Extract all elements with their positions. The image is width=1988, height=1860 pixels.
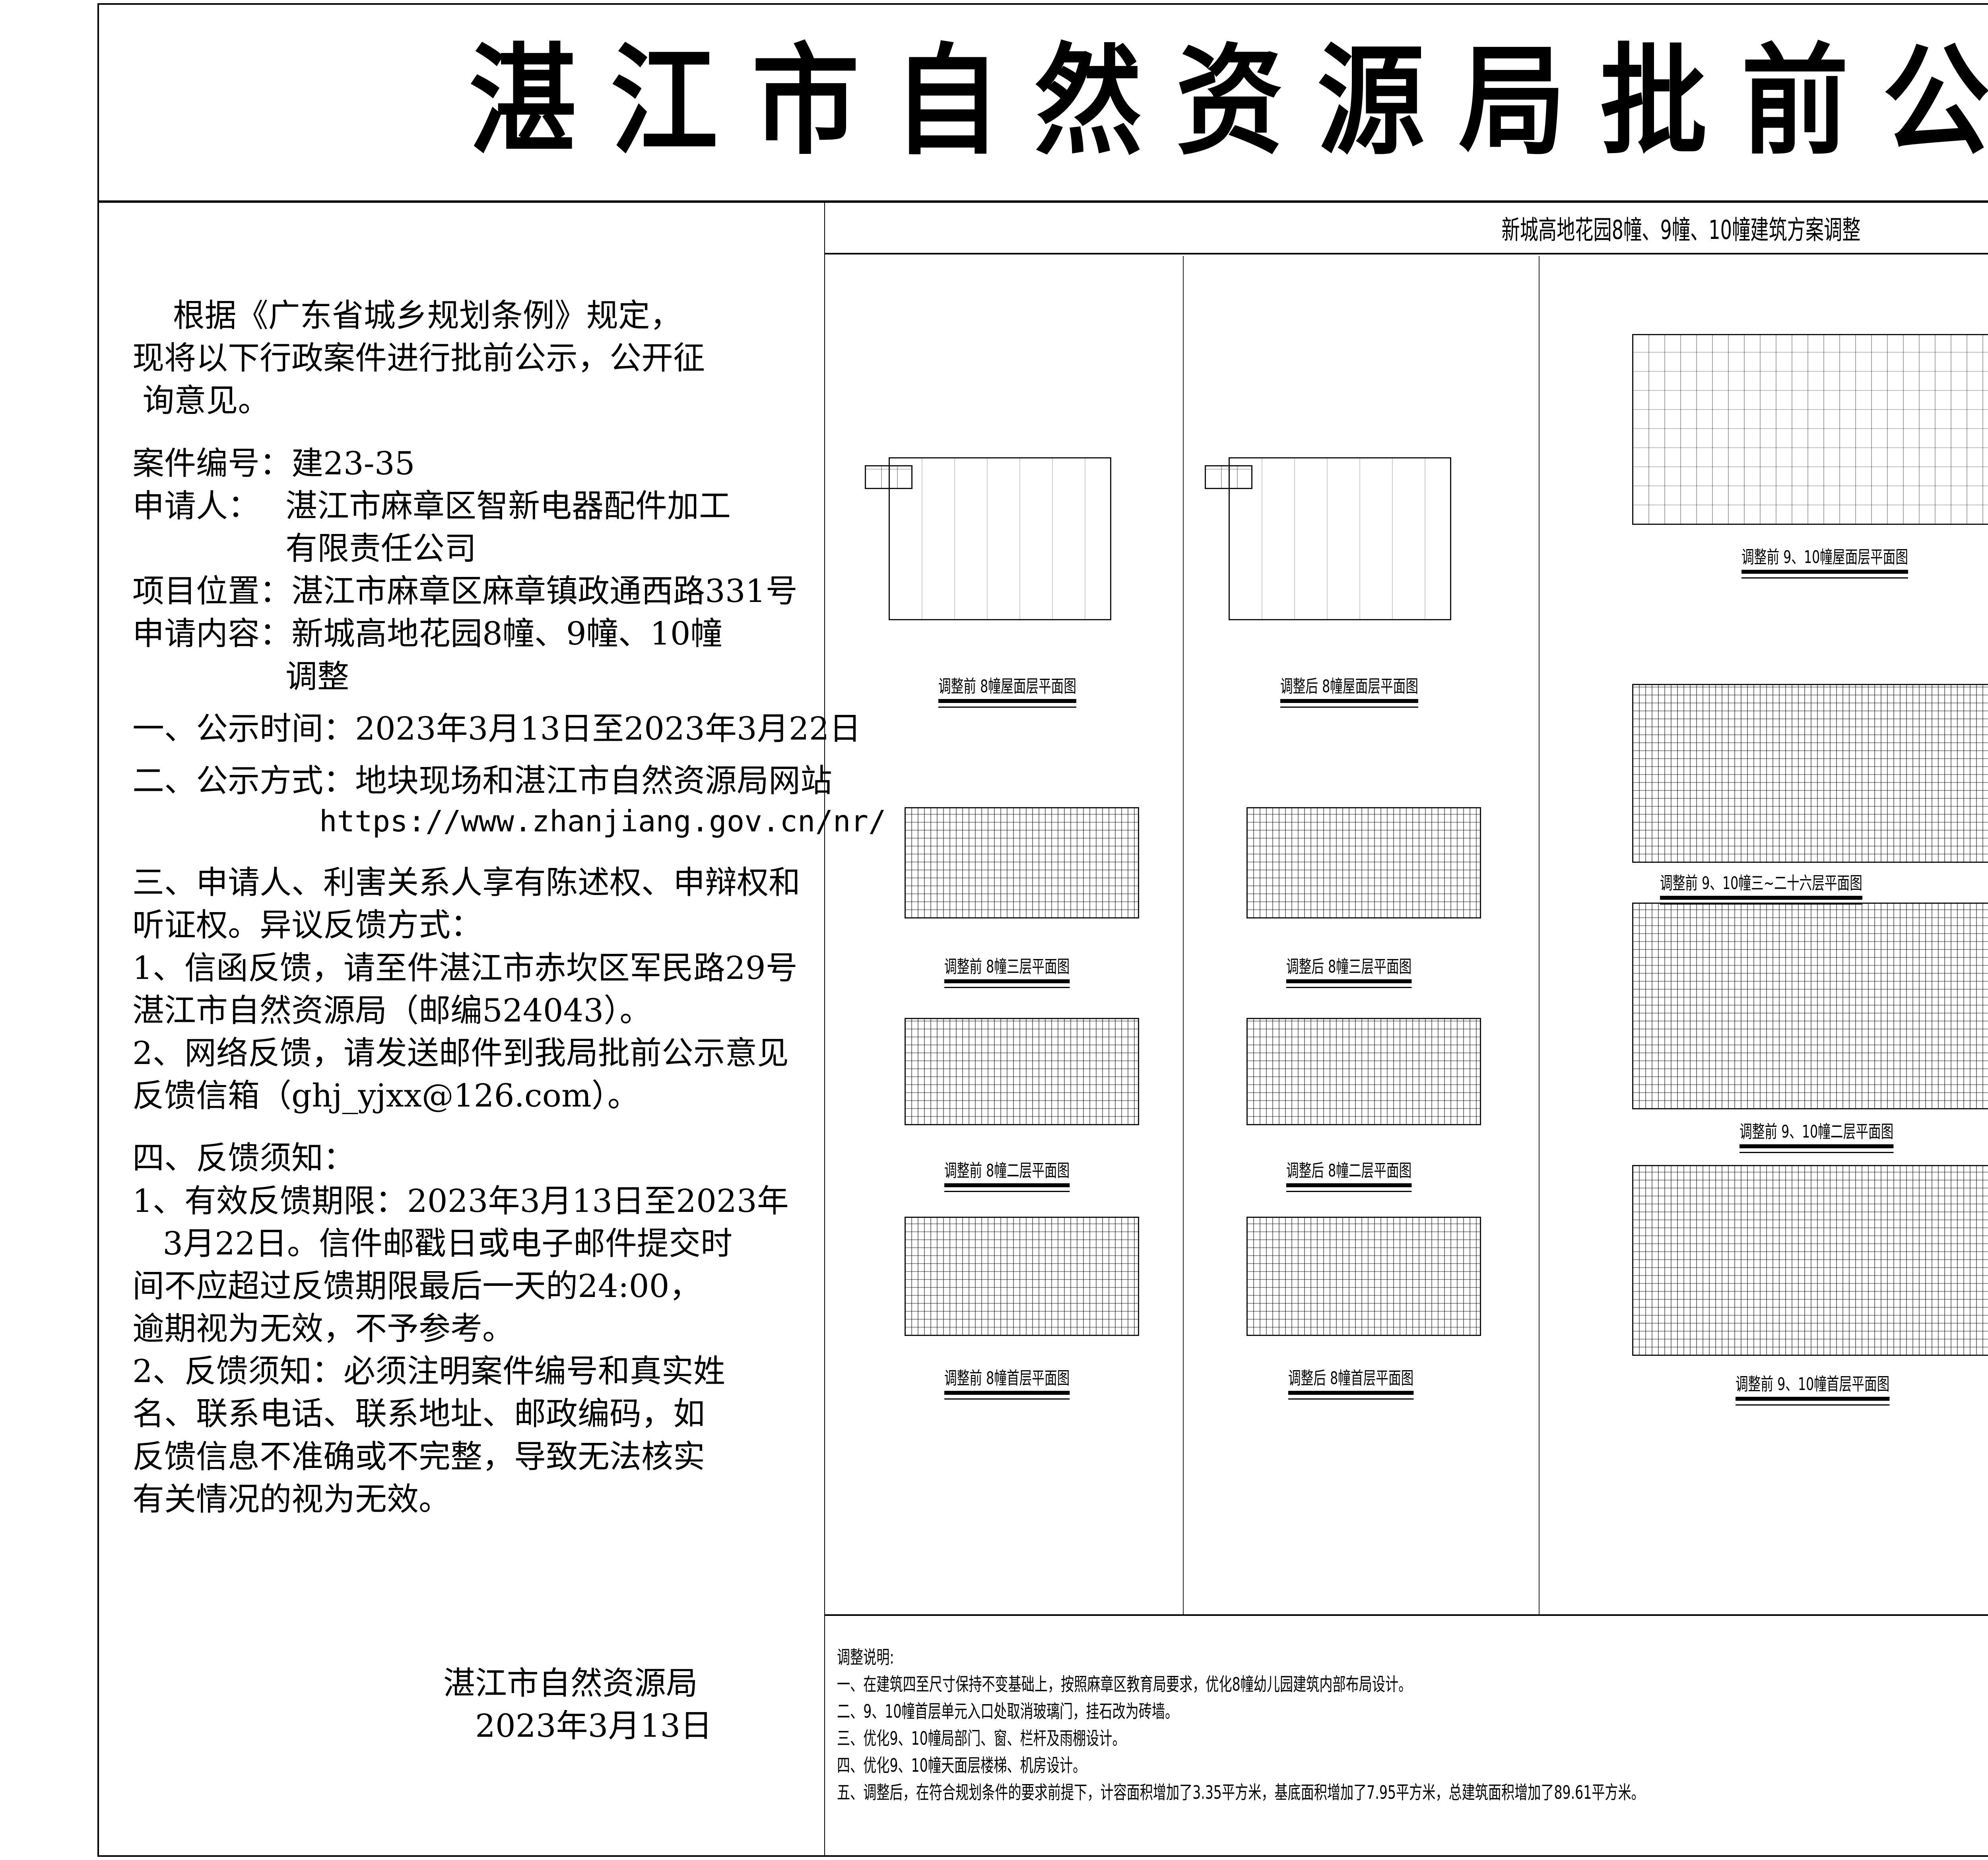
intro-line: 根据《广东省城乡规划条例》规定， — [132, 297, 682, 334]
notes-item: 五、调整后，在符合规划条件的要求前提下，计容面积增加了3.35平方米，基底面积增… — [837, 1782, 1644, 1803]
case-number-row: 案件编号：建23-35 — [132, 442, 820, 485]
drawing-caption: 调整前 9、10幢三~二十六层平面图 — [1660, 869, 1862, 905]
drawing-caption: 调整前 8幢屋面层平面图 — [938, 672, 1077, 708]
content-label: 申请内容： — [132, 615, 291, 652]
location-label: 项目位置： — [132, 573, 291, 610]
section-rights-line: 1、信函反馈，请至件湛江市赤坎区军民路29号 — [132, 949, 798, 986]
drawing-caption: 调整后 8幢首层平面图 — [1288, 1364, 1414, 1400]
applicant-value: 有限责任公司 — [285, 530, 476, 567]
section-rights-line: 湛江市自然资源局（邮编524043）。 — [132, 992, 652, 1029]
case-number-value: 建23-35 — [291, 445, 415, 482]
drawing-caption: 调整前 8幢三层平面图 — [944, 952, 1070, 988]
floor-plan-image — [889, 457, 1111, 620]
section-feedback-line: 反馈信息不准确或不完整，导致无法核实 — [132, 1438, 705, 1475]
drawing-caption: 调整前 9、10幢首层平面图 — [1736, 1370, 1890, 1406]
floor-plan-image — [1632, 903, 1988, 1109]
drawing-caption: 调整前 8幢首层平面图 — [944, 1364, 1070, 1400]
website-url[interactable]: https://www.zhanjiang.gov.cn/nr/ — [319, 804, 886, 839]
notes-item: 二、9、10幢首层单元入口处取消玻璃门，挂石改为砖墙。 — [837, 1701, 1178, 1722]
section-feedback-line: 四、反馈须知： — [132, 1140, 355, 1177]
section-publicity-method: 二、公示方式：地块现场和湛江市自然资源局网站 — [132, 762, 832, 799]
section-feedback-line: 逾期视为无效，不予参考。 — [132, 1310, 514, 1347]
notes-item: 四、优化9、10幢天面层楼梯、机房设计。 — [837, 1755, 1086, 1776]
content-row-cont: 调整 — [132, 655, 820, 698]
drawing-caption: 调整后 8幢三层平面图 — [1286, 952, 1412, 988]
intro-line: 现将以下行政案件进行批前公示，公开征 — [132, 340, 705, 377]
drawings-subtitle: 新城高地花园8幢、9幢、10幢建筑方案调整 — [1501, 215, 1860, 245]
signature-block: 湛江市自然资源局 2023年3月13日 — [443, 1662, 712, 1747]
content-row: 申请内容：新城高地花园8幢、9幢、10幢 — [132, 612, 820, 655]
notice-text-column: 根据《广东省城乡规划条例》规定， 现将以下行政案件进行批前公示，公开征 询意见。… — [97, 203, 886, 1857]
section-feedback-line: 名、联系电话、联系地址、邮政编码，如 — [132, 1395, 705, 1433]
adjustment-notes: 调整说明: 一、在建筑四至尺寸保持不变基础上，按照麻章区教育局要求，优化8幢幼儿… — [825, 1614, 1988, 1857]
section-feedback-line: 2、反馈须知：必须注明案件编号和真实姓 — [132, 1353, 725, 1390]
floor-plan-detail — [865, 465, 912, 489]
floor-plan-image — [1246, 807, 1481, 918]
floor-plan-image — [1246, 1217, 1481, 1336]
drawing-caption: 调整前 9、10幢屋面层平面图 — [1741, 543, 1908, 579]
content-value: 调整 — [285, 658, 349, 695]
section-rights-line: 2、网络反馈，请发送邮件到我局批前公示意见 — [132, 1034, 789, 1072]
floor-plan-detail — [1205, 465, 1252, 489]
signature-org: 湛江市自然资源局 — [443, 1665, 698, 1702]
floor-plan-image — [1632, 684, 1988, 863]
floor-plan-image — [1229, 457, 1451, 620]
signature-date: 2023年3月13日 — [475, 1707, 712, 1745]
applicant-row-cont: 有限责任公司 — [132, 527, 820, 570]
drawing-caption: 调整前 9、10幢二层平面图 — [1740, 1117, 1894, 1153]
drawings-panel: 新城高地花园8幢、9幢、10幢建筑方案调整 调整前 8幢屋面层平面图 调整前 8… — [825, 203, 1988, 1857]
applicant-value: 湛江市麻章区智新电器配件加工 — [285, 487, 731, 524]
drawing-caption: 调整后 8幢二层平面图 — [1286, 1156, 1412, 1192]
notes-item: 一、在建筑四至尺寸保持不变基础上，按照麻章区教育局要求，优化8幢幼儿园建筑内部布… — [837, 1674, 1412, 1695]
notice-body: 根据《广东省城乡规划条例》规定， 现将以下行政案件进行批前公示，公开征 询意见。… — [132, 294, 886, 1520]
section-rights-line: 听证权。异议反馈方式： — [132, 907, 482, 944]
location-row: 项目位置：湛江市麻章区麻章镇政通西路331号 — [132, 570, 820, 612]
section-publicity-time: 一、公示时间：2023年3月13日至2023年3月22日 — [132, 710, 861, 747]
applicant-row: 申请人： 湛江市麻章区智新电器配件加工 — [132, 485, 820, 527]
floor-plan-image — [905, 1217, 1139, 1336]
notice-frame — [97, 3, 1988, 1857]
floor-plan-image — [905, 1018, 1139, 1125]
drawings-subtitle-row: 新城高地花园8幢、9幢、10幢建筑方案调整 — [825, 203, 1988, 254]
section-feedback-line: 有关情况的视为无效。 — [132, 1480, 450, 1518]
floor-plan-image — [905, 807, 1139, 918]
floor-plan-image — [1632, 1165, 1988, 1356]
notes-heading: 调整说明: — [837, 1646, 894, 1668]
section-feedback-line: 间不应超过反馈期限最后一天的24:00， — [132, 1267, 701, 1305]
applicant-label: 申请人： — [132, 487, 260, 524]
section-rights-line: 三、申请人、利害关系人享有陈述权、申辩权和 — [132, 864, 800, 901]
page-title: 湛江市自然资源局批前公示 — [469, 32, 1988, 171]
section-feedback-line: 1、有效反馈期限：2023年3月13日至2023年 — [132, 1182, 789, 1219]
notes-item: 三、优化9、10幢局部门、窗、栏杆及雨棚设计。 — [837, 1728, 1126, 1749]
floor-plan-image — [1632, 334, 1988, 525]
website-link[interactable]: https://www.zhanjiang.gov.cn/nr/ — [132, 802, 886, 841]
content-value: 新城高地花园8幢、9幢、10幢 — [291, 615, 722, 652]
column-divider — [1183, 256, 1184, 1614]
drawing-caption: 调整前 8幢二层平面图 — [944, 1156, 1070, 1192]
drawing-caption: 调整后 8幢屋面层平面图 — [1280, 672, 1419, 708]
section-feedback-line: 3月22日。信件邮戳日或电子邮件提交时 — [132, 1225, 732, 1262]
feedback-email[interactable]: 反馈信箱（ghj_yjxx@126.com）。 — [132, 1077, 639, 1114]
column-divider — [1539, 256, 1540, 1614]
intro-line: 询意见。 — [132, 382, 270, 419]
location-value: 湛江市麻章区麻章镇政通西路331号 — [291, 573, 798, 610]
case-number-label: 案件编号： — [132, 445, 291, 482]
floor-plan-image — [1246, 1018, 1481, 1125]
title-row: 湛江市自然资源局批前公示 — [97, 3, 1988, 203]
